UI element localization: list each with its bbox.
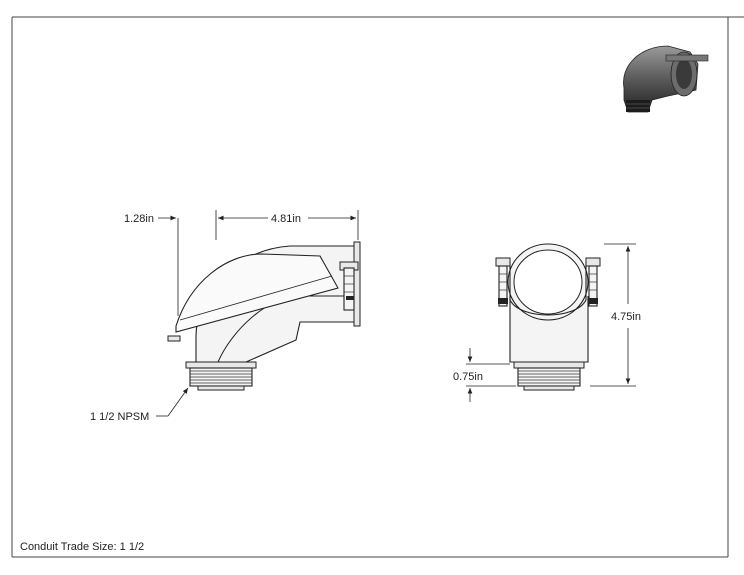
- front-view: [495, 243, 601, 391]
- side-clamp-screw: [343, 267, 355, 311]
- side-thread: [185, 361, 257, 391]
- cover-hinge-tab: [167, 335, 181, 342]
- dim-total-width-label: 4.81in: [271, 213, 301, 225]
- side-cover: [175, 253, 339, 333]
- thread-callout: 1 1/2 NPSM: [90, 387, 189, 423]
- dim-height: 4.75in: [590, 243, 641, 387]
- dim-height-label: 4.75in: [611, 311, 641, 323]
- dim-thread-length: 0.75in: [453, 348, 516, 402]
- dim-left-width: 1.28in: [124, 213, 179, 316]
- front-left-screw: [495, 257, 511, 307]
- conduit-elbow-fitting-3d-thumbnail: [623, 45, 709, 113]
- front-ring-inner: [513, 249, 583, 315]
- dim-total-width: 4.81in: [215, 210, 359, 240]
- thread-callout-label: 1 1/2 NPSM: [90, 411, 149, 423]
- front-right-screw: [585, 257, 601, 307]
- side-flange: [353, 241, 361, 327]
- drawing-border: [11, 16, 744, 558]
- dim-thread-length-label: 0.75in: [453, 371, 483, 383]
- footer-trade-size: Conduit Trade Size: 1 1/2: [20, 541, 144, 553]
- side-view: [167, 241, 361, 391]
- front-thread: [513, 361, 585, 391]
- dim-left-width-label: 1.28in: [124, 213, 154, 225]
